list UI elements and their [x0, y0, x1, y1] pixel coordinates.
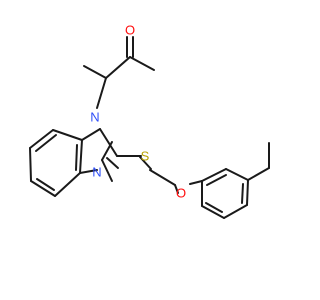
bond: [201, 205, 225, 219]
structure-canvas: O N N S O: [29, 22, 270, 219]
molecule-structure: O N N S O: [29, 23, 270, 219]
bond: [75, 144, 78, 171]
oxygen-atom-label: O: [176, 186, 186, 201]
sulfur-atom-label: S: [141, 149, 150, 164]
bond: [246, 179, 249, 206]
atom-labels: O N N S O: [90, 23, 186, 201]
bond: [35, 134, 57, 152]
bond: [30, 180, 56, 197]
bond: [52, 129, 83, 141]
bond: [36, 178, 55, 191]
bond: [101, 159, 113, 182]
bond: [29, 129, 54, 149]
bond: [225, 168, 249, 181]
bond: [129, 56, 155, 71]
bond: [189, 180, 203, 185]
bonds: [29, 36, 270, 219]
bond: [81, 128, 101, 141]
bond: [149, 169, 176, 186]
bond: [79, 169, 98, 174]
bond: [247, 167, 270, 181]
bond: [201, 168, 227, 182]
bond: [223, 204, 248, 219]
nitrogen-atom-label: N: [92, 165, 101, 180]
bond: [106, 157, 119, 169]
bond: [174, 184, 179, 194]
bond: [101, 141, 113, 161]
bond: [105, 56, 131, 79]
nitrogen-atom-label: N: [90, 110, 99, 125]
bond: [205, 202, 223, 213]
bond: [79, 139, 83, 174]
bond: [54, 172, 81, 197]
bond: [99, 128, 118, 157]
bond: [29, 147, 32, 182]
bond: [83, 65, 107, 79]
oxygen-atom-label: O: [125, 23, 135, 38]
bond: [96, 77, 107, 109]
bond: [206, 174, 227, 186]
bond: [241, 183, 244, 204]
bond: [139, 156, 152, 170]
